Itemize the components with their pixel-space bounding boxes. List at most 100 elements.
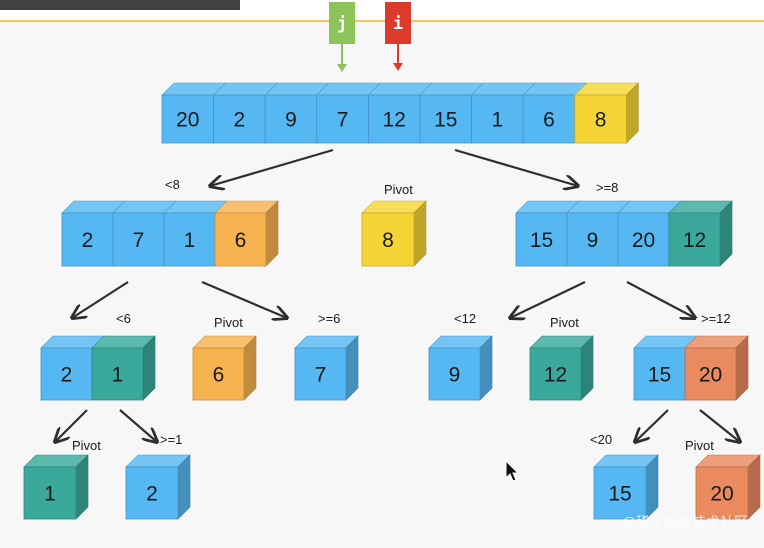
pointer-j: j <box>329 2 355 72</box>
cube-front-face <box>40 347 93 401</box>
pointer-j-label: j <box>337 14 347 34</box>
array-greater-equal-8-cell-2: 20 <box>617 200 682 267</box>
cube-value: 2 <box>234 109 246 132</box>
label-lt8: <8 <box>165 177 180 192</box>
array-greater-equal-1: 2 <box>125 454 191 520</box>
cube-value: 6 <box>235 229 247 252</box>
arrow-l1-right <box>201 280 287 318</box>
cube-front-face <box>213 94 266 144</box>
cube-front-face <box>214 212 267 267</box>
label-pivot-12: Pivot <box>550 315 579 330</box>
cube-front-face <box>695 466 749 520</box>
label-ge1: >=1 <box>160 432 182 447</box>
cube-value: 8 <box>595 109 607 132</box>
label-pivot-8: Pivot <box>384 182 413 197</box>
cube-value: 20 <box>699 364 722 387</box>
cube-front-face <box>633 347 686 401</box>
arrow-root-right <box>454 148 578 186</box>
cube-value: 12 <box>544 364 567 387</box>
array-less-than-12-cell-0: 9 <box>428 335 493 401</box>
arrow-root-left <box>210 148 334 186</box>
cube-front-face <box>91 347 144 401</box>
label-lt20: <20 <box>590 432 612 447</box>
cube-value: 7 <box>315 364 327 387</box>
array-root-cell-0: 20 <box>161 82 227 144</box>
arrow-r2-right <box>699 409 740 442</box>
tree-arrows <box>55 148 740 442</box>
cube-front-face <box>61 212 114 267</box>
partition-labels: <8 Pivot >=8 <6 Pivot >=6 <12 Pivot >=12… <box>72 177 731 453</box>
array-greater-equal-6: 7 <box>294 335 359 401</box>
array-less-than-8-cell-1: 7 <box>112 200 177 267</box>
array-less-than-6-cell-0: 2 <box>40 335 105 401</box>
cube-value: 12 <box>383 109 406 132</box>
cube-value: 2 <box>146 483 158 506</box>
cube-value: 1 <box>44 483 56 506</box>
pointer-i-label: i <box>393 14 403 34</box>
array-root-cell-2: 9 <box>264 82 330 144</box>
cube-value: 15 <box>530 229 553 252</box>
cube-front-face <box>192 347 245 401</box>
array-less-than-8-cell-3: 6 <box>214 200 279 267</box>
cube-value: 1 <box>492 109 504 132</box>
label-ge12: >=12 <box>701 311 731 326</box>
pivot-20: 20 <box>695 454 761 520</box>
label-pivot-20: Pivot <box>685 438 714 453</box>
array-root-cell-8: 8 <box>574 82 640 144</box>
cube-value: 9 <box>587 229 599 252</box>
cube-value: 20 <box>176 109 199 132</box>
cube-front-face <box>112 212 165 267</box>
pivot-12: 12 <box>529 335 594 401</box>
cube-front-face <box>515 212 568 267</box>
cube-front-face <box>617 212 670 267</box>
cube-front-face <box>471 94 524 144</box>
arrow-r2-left <box>635 409 669 442</box>
cube-front-face <box>574 94 627 144</box>
cube-value: 6 <box>213 364 225 387</box>
arrow-l2-left <box>55 409 88 442</box>
array-root-cell-7: 6 <box>522 82 588 144</box>
cube-value: 15 <box>648 364 671 387</box>
cube-front-face <box>522 94 576 144</box>
cube-value: 7 <box>337 109 349 132</box>
pointer-j-box <box>329 2 355 44</box>
cube-value: 2 <box>61 364 73 387</box>
array-root-cell-5: 15 <box>419 82 485 144</box>
cube-front-face <box>125 466 179 520</box>
arrow-l1-left <box>72 281 129 318</box>
cube-front-face <box>668 212 721 267</box>
cube-value: 1 <box>184 229 196 252</box>
pivot-6: 6 <box>192 335 257 401</box>
cube-value: 9 <box>285 109 297 132</box>
cube-value: 2 <box>82 229 94 252</box>
array-less-than-20: 15 <box>593 454 659 520</box>
array-root-cell-3: 7 <box>316 82 382 144</box>
array-greater-equal-12-cell-0: 15 <box>633 335 698 401</box>
cube-front-face <box>684 347 737 401</box>
cube-front-face <box>264 94 318 144</box>
array-less-than-20-cell-0: 15 <box>593 454 659 520</box>
pivot-12-cell-0: 12 <box>529 335 594 401</box>
watermark: @稀土掘金技术社区 <box>622 514 748 530</box>
cube-value: 9 <box>449 364 461 387</box>
cube-front-face <box>419 94 472 144</box>
array-greater-equal-12-cell-1: 20 <box>684 335 749 401</box>
cube-value: 12 <box>683 229 706 252</box>
pivot-6-cell-0: 6 <box>192 335 257 401</box>
cube-front-face <box>529 347 582 401</box>
array-greater-equal-1-cell-0: 2 <box>125 454 191 520</box>
mouse-cursor-icon <box>505 459 520 482</box>
cube-front-face <box>316 94 369 144</box>
cube-value: 20 <box>710 483 733 506</box>
cube-front-face <box>367 94 421 144</box>
arrow-r1-right <box>626 281 695 318</box>
cube-front-face <box>593 466 647 520</box>
array-greater-equal-8-cell-3: 12 <box>668 200 733 267</box>
label-ge6: >=6 <box>318 311 340 326</box>
pointer-j-tip <box>337 64 347 72</box>
label-lt6: <6 <box>116 311 131 326</box>
cube-front-face <box>361 212 415 267</box>
